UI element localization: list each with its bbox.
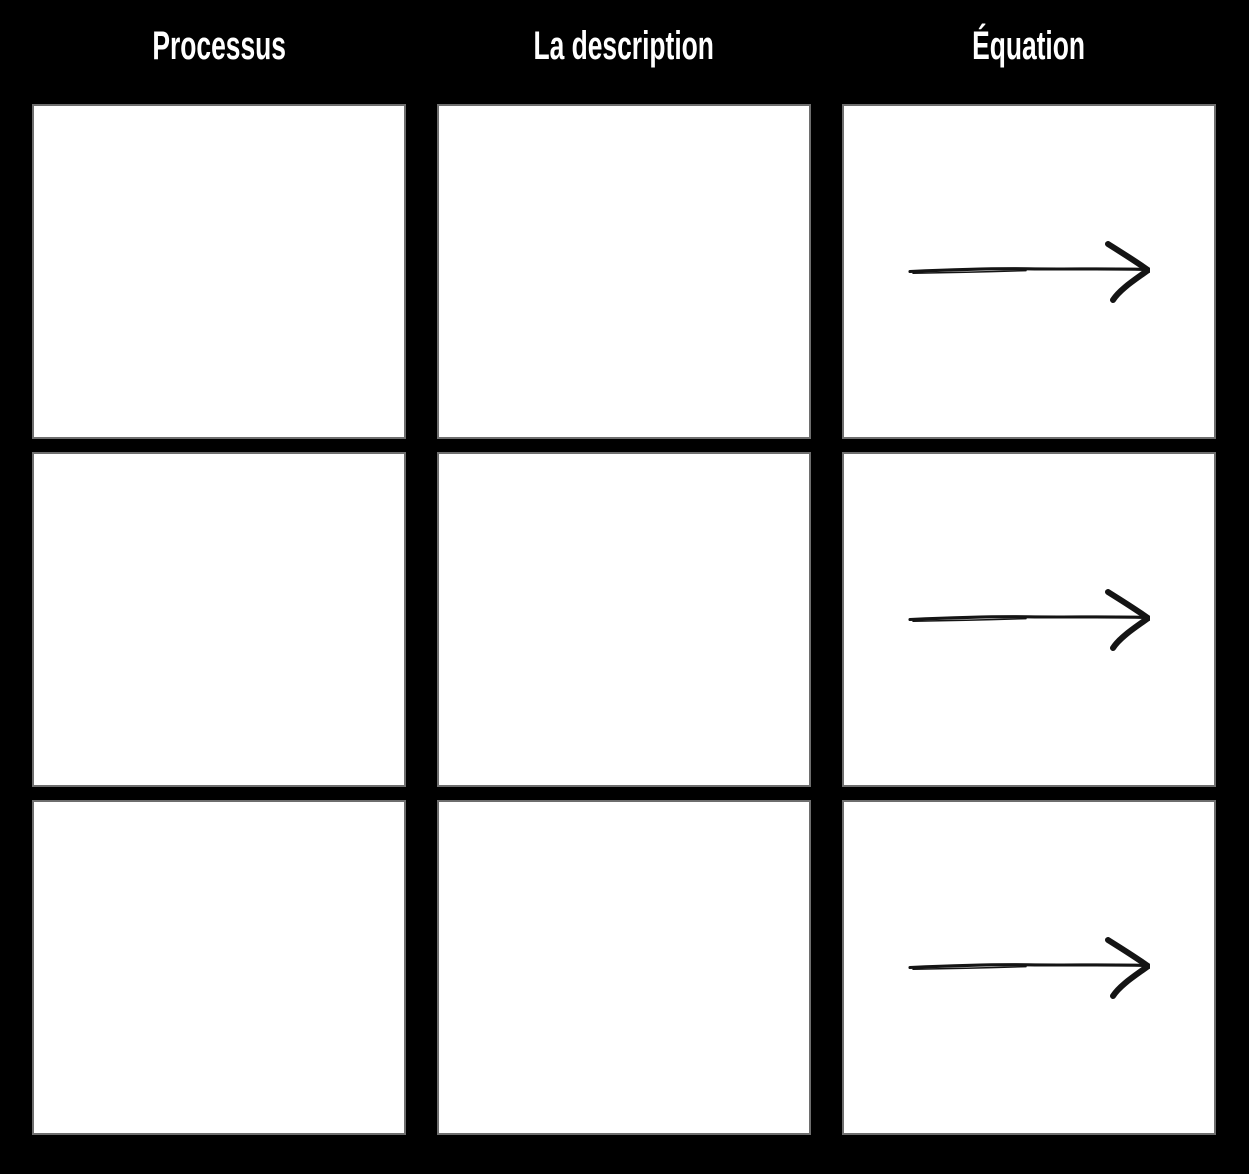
cell-processus-row-1[interactable]: [32, 104, 406, 439]
cell-equation-row-2[interactable]: [842, 452, 1216, 787]
hand-drawn-arrow-right-icon: [908, 240, 1150, 303]
hand-drawn-arrow-right-icon: [908, 588, 1150, 651]
column-header-equation: Équation: [842, 0, 1216, 91]
column-header-processus-label: Processus: [152, 23, 286, 68]
column-header-processus: Processus: [32, 0, 406, 91]
cell-description-row-3[interactable]: [437, 800, 811, 1135]
cell-description-row-1[interactable]: [437, 104, 811, 439]
cell-processus-row-3[interactable]: [32, 800, 406, 1135]
cell-processus-row-2[interactable]: [32, 452, 406, 787]
cell-description-row-2[interactable]: [437, 452, 811, 787]
column-header-description: La description: [437, 0, 811, 91]
cell-equation-row-3[interactable]: [842, 800, 1216, 1135]
hand-drawn-arrow-right-icon: [908, 936, 1150, 999]
cell-equation-row-1[interactable]: [842, 104, 1216, 439]
column-header-equation-label: Équation: [972, 23, 1086, 68]
column-header-description-label: La description: [533, 23, 715, 68]
